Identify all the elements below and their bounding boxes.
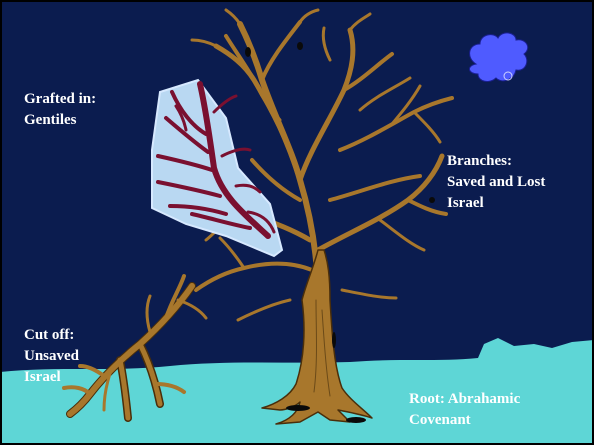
label-cut-off-line1: Cut off: [24, 325, 79, 346]
label-grafted-in: Grafted in: Gentiles [24, 89, 96, 131]
label-grafted-line2: Gentiles [24, 110, 96, 131]
label-cut-off-line3: Israel [24, 367, 79, 388]
label-branches: Branches: Saved and Lost Israel [447, 151, 545, 214]
label-branches-line1: Branches: [447, 151, 545, 172]
label-root-line2: Covenant [409, 410, 520, 431]
label-root-line1: Root: Abrahamic [409, 389, 520, 410]
label-branches-line2: Saved and Lost [447, 172, 545, 193]
label-root: Root: Abrahamic Covenant [409, 389, 520, 431]
label-branches-line3: Israel [447, 193, 545, 214]
label-cut-off: Cut off: Unsaved Israel [24, 325, 79, 388]
label-grafted-line1: Grafted in: [24, 89, 96, 110]
label-cut-off-line2: Unsaved [24, 346, 79, 367]
